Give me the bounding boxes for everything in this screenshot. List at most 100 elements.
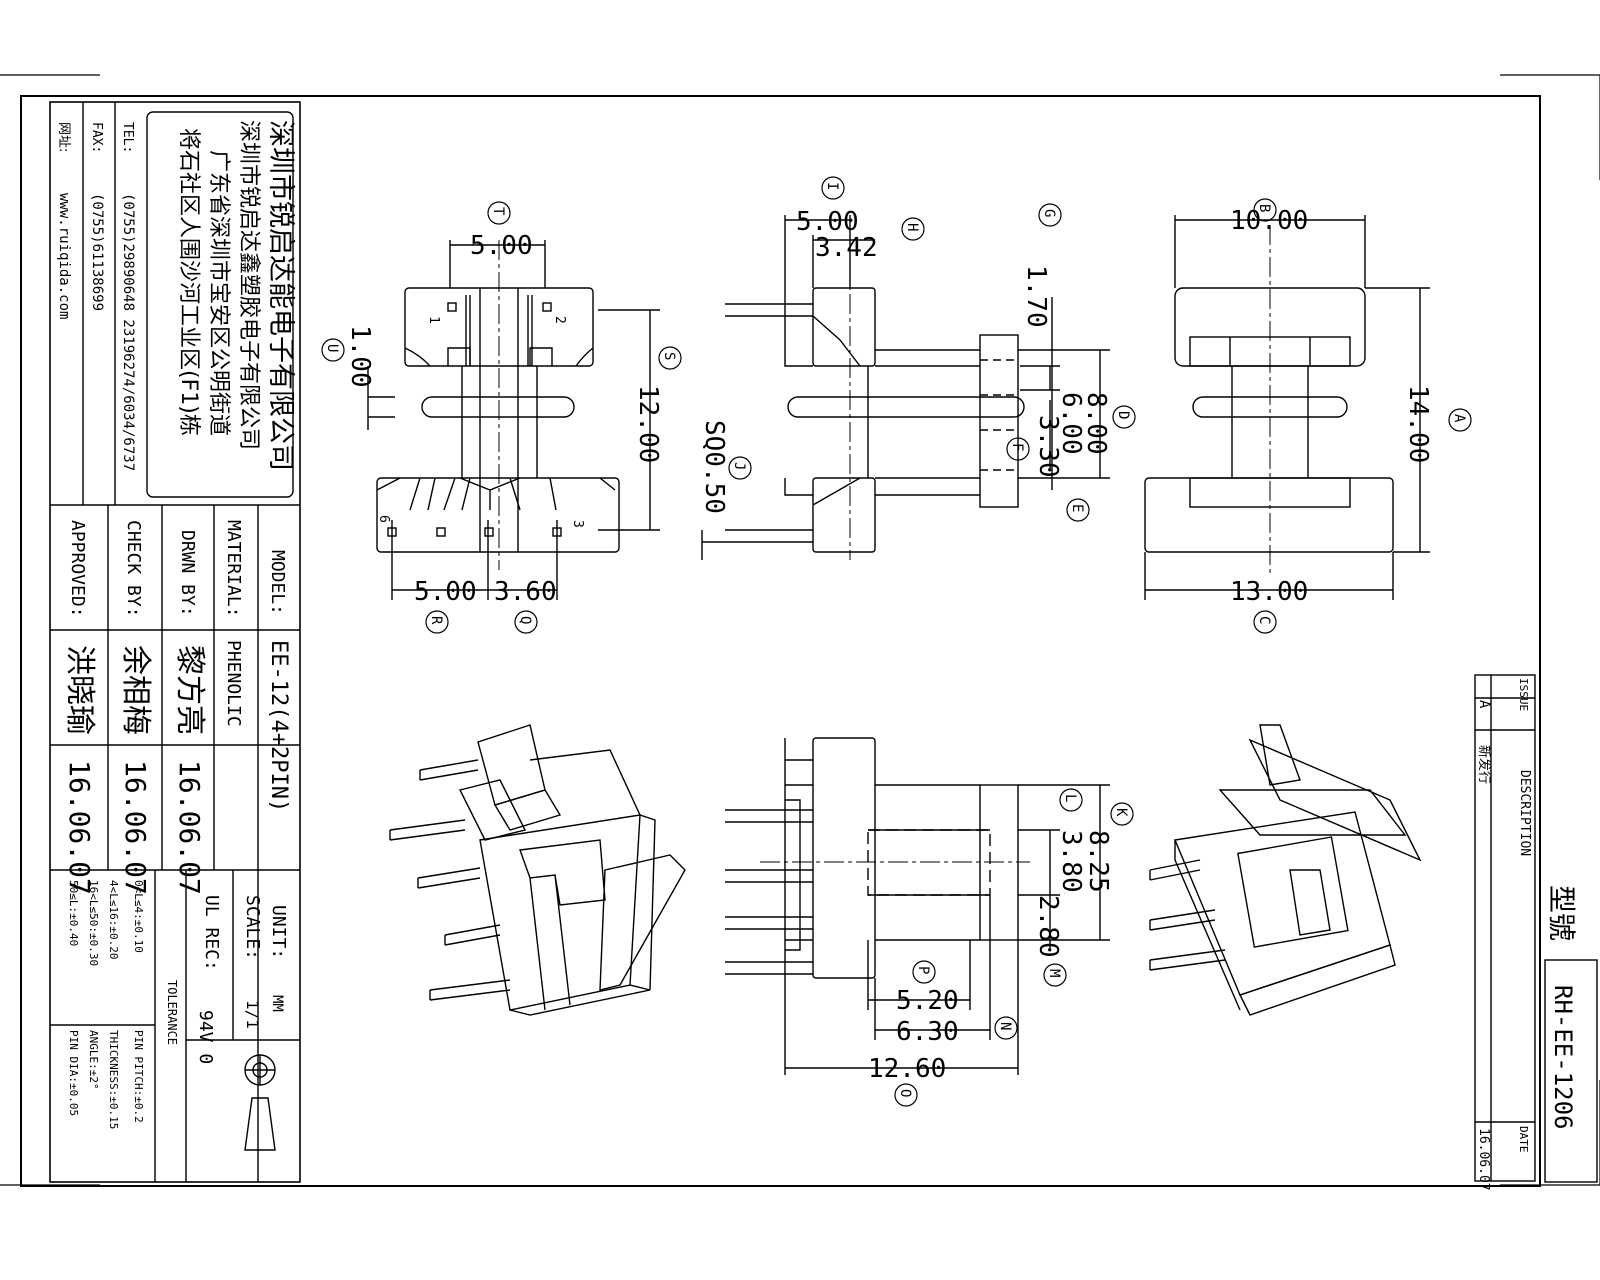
callout-letter-r: R — [428, 616, 444, 625]
description-value: 新发行 — [1476, 745, 1492, 784]
dim-T: 5.00 — [470, 231, 533, 261]
callout-letter-h: H — [904, 223, 920, 231]
callout-circle-c — [1253, 610, 1277, 634]
model-label: MODEL: — [267, 550, 288, 615]
issue-label: ISSUE — [1517, 678, 1530, 711]
drwn-name: 黎方亮 — [172, 645, 207, 735]
partno-label: 型號 — [1545, 885, 1578, 941]
company-address-1: 广东省深圳市宝安区公明街道 — [206, 150, 231, 436]
scale-label: SCALE: — [242, 895, 263, 960]
callout-circle-p — [912, 960, 936, 984]
dim-J: SQ0.50 — [699, 420, 729, 514]
callout-letter-d: D — [1115, 411, 1131, 419]
callout-letter-q: Q — [517, 616, 533, 624]
tolerance-row: 0<L≤4:±0.10 — [132, 880, 145, 953]
callout-letter-n: N — [997, 1022, 1013, 1030]
check-date: 16.06.07 — [119, 760, 152, 895]
callout-circle-l — [1059, 788, 1083, 812]
pin-label-2: 2 — [552, 316, 567, 324]
drwn-date: 16.06.07 — [173, 760, 206, 895]
tolerance-row-2: PIN PITCH:±0.2 — [132, 1030, 145, 1123]
pin-label-6: 6 — [376, 515, 391, 523]
description-label: DESCRIPTION — [1517, 770, 1532, 856]
tolerance-row: 50≤L:±0.40 — [67, 880, 80, 946]
callout-circle-d — [1112, 405, 1136, 429]
dim-H: 3.42 — [815, 233, 878, 263]
dim-S: 12.00 — [633, 385, 663, 463]
partno-value: RH-EE-1206 — [1549, 985, 1577, 1130]
dim-B: 10.00 — [1230, 206, 1308, 236]
fax-value: (0755)61138699 — [89, 193, 105, 311]
dim-U: 1.00 — [345, 325, 375, 388]
tel-value: (0755)29890648 23196274/6034/6737 — [120, 193, 136, 471]
callout-letter-u: U — [324, 344, 340, 352]
isometric-view-right — [1149, 724, 1422, 1016]
tolerance-row: 16<L≤50:±0.30 — [87, 880, 100, 966]
ul-value: 94V 0 — [195, 1010, 216, 1064]
callout-letter-c: C — [1256, 616, 1272, 624]
callout-letter-o: O — [897, 1089, 913, 1097]
material-value: PHENOLIC — [223, 640, 244, 727]
tolerance-row-2: THICKNESS:±0.15 — [107, 1030, 120, 1129]
approved-date: 16.06.07 — [63, 760, 96, 895]
callout-circle-q — [514, 610, 538, 634]
dim-R: 5.00 — [414, 577, 477, 607]
company-name-2: 深圳市锐启达鑫塑胶电子有限公司 — [236, 120, 261, 450]
callout-circle-m — [1043, 963, 1067, 987]
side-view: 5.00 3.42 1.70 8.00 6.00 3.30 SQ0.50 — [699, 207, 1111, 560]
tolerance-label: TOLERANCE — [165, 980, 179, 1045]
pin-label-1: 1 — [426, 316, 441, 324]
dim-M: 2.80 — [1033, 895, 1063, 958]
dim-N: 6.30 — [896, 1017, 959, 1047]
unit-value: MM — [269, 995, 285, 1012]
dim-D: 8.00 — [1081, 392, 1111, 455]
tolerance-row-2: PIN DIA:±0.05 — [67, 1030, 80, 1116]
unit-label: UNIT: — [268, 905, 289, 959]
callout-circle-f — [1006, 437, 1030, 461]
dim-C: 13.00 — [1230, 577, 1308, 607]
title-block: 深圳市锐启达能电子有限公司 深圳市锐启达鑫塑胶电子有限公司 广东省深圳市宝安区公… — [49, 101, 301, 1183]
callout-letter-i: I — [824, 182, 840, 190]
callout-letter-a: A — [1451, 414, 1467, 423]
callout-letter-j: J — [731, 462, 747, 470]
dim-K: 8.25 — [1083, 830, 1113, 893]
company-address-2: 将石社区人围沙河工业区(F1)栋 — [176, 128, 201, 436]
web-label: 网址: — [56, 122, 71, 152]
callout-letter-l: L — [1062, 794, 1078, 802]
callout-circle-i — [821, 176, 845, 200]
callout-circle-g — [1038, 203, 1062, 227]
approved-label: APPROVED: — [67, 520, 88, 618]
callout-letter-g: G — [1041, 209, 1057, 217]
bottom-view: 8.25 3.80 2.80 5.20 6.30 12.60 — [725, 737, 1113, 1084]
date-label: DATE — [1517, 1126, 1530, 1153]
drwn-label: DRWN BY: — [177, 530, 198, 617]
tel-label: TEL: — [120, 122, 135, 153]
callout-letter-k: K — [1113, 808, 1129, 817]
dim-A: 14.00 — [1403, 385, 1433, 463]
revision-block: ISSUE A DESCRIPTION 新发行 DATE 16.06.07 型號… — [1474, 674, 1598, 1191]
approved-name: 洪晓瑜 — [62, 645, 97, 735]
company-name: 深圳市锐启达能电子有限公司 — [265, 120, 296, 471]
callout-circle-n — [994, 1016, 1018, 1040]
company-box — [146, 111, 294, 498]
callout-circle-a — [1448, 408, 1472, 432]
material-label: MATERIAL: — [223, 520, 244, 618]
issue-value: A — [1476, 700, 1492, 709]
callout-circle-r — [425, 610, 449, 634]
dim-I: 5.00 — [796, 207, 859, 237]
callout-circle-e — [1066, 498, 1090, 522]
scale-value: 1/1 — [243, 1000, 262, 1029]
callout-letter-f: F — [1009, 443, 1025, 451]
date-value: 16.06.07 — [1476, 1128, 1491, 1191]
tolerance-row: 4<L≤16:±0.20 — [107, 880, 120, 959]
dim-F2: 3.30 — [1033, 415, 1063, 478]
pin-label-3: 3 — [570, 520, 585, 528]
callout-circle-j — [728, 456, 752, 480]
callout-circle-o — [894, 1083, 918, 1107]
tolerance-row-2: ANGLE:±2° — [87, 1030, 100, 1090]
callout-circle-h — [901, 217, 925, 241]
callout-letter-p: P — [915, 966, 931, 974]
dim-O: 12.60 — [868, 1054, 946, 1084]
callout-circle-u — [321, 338, 345, 362]
